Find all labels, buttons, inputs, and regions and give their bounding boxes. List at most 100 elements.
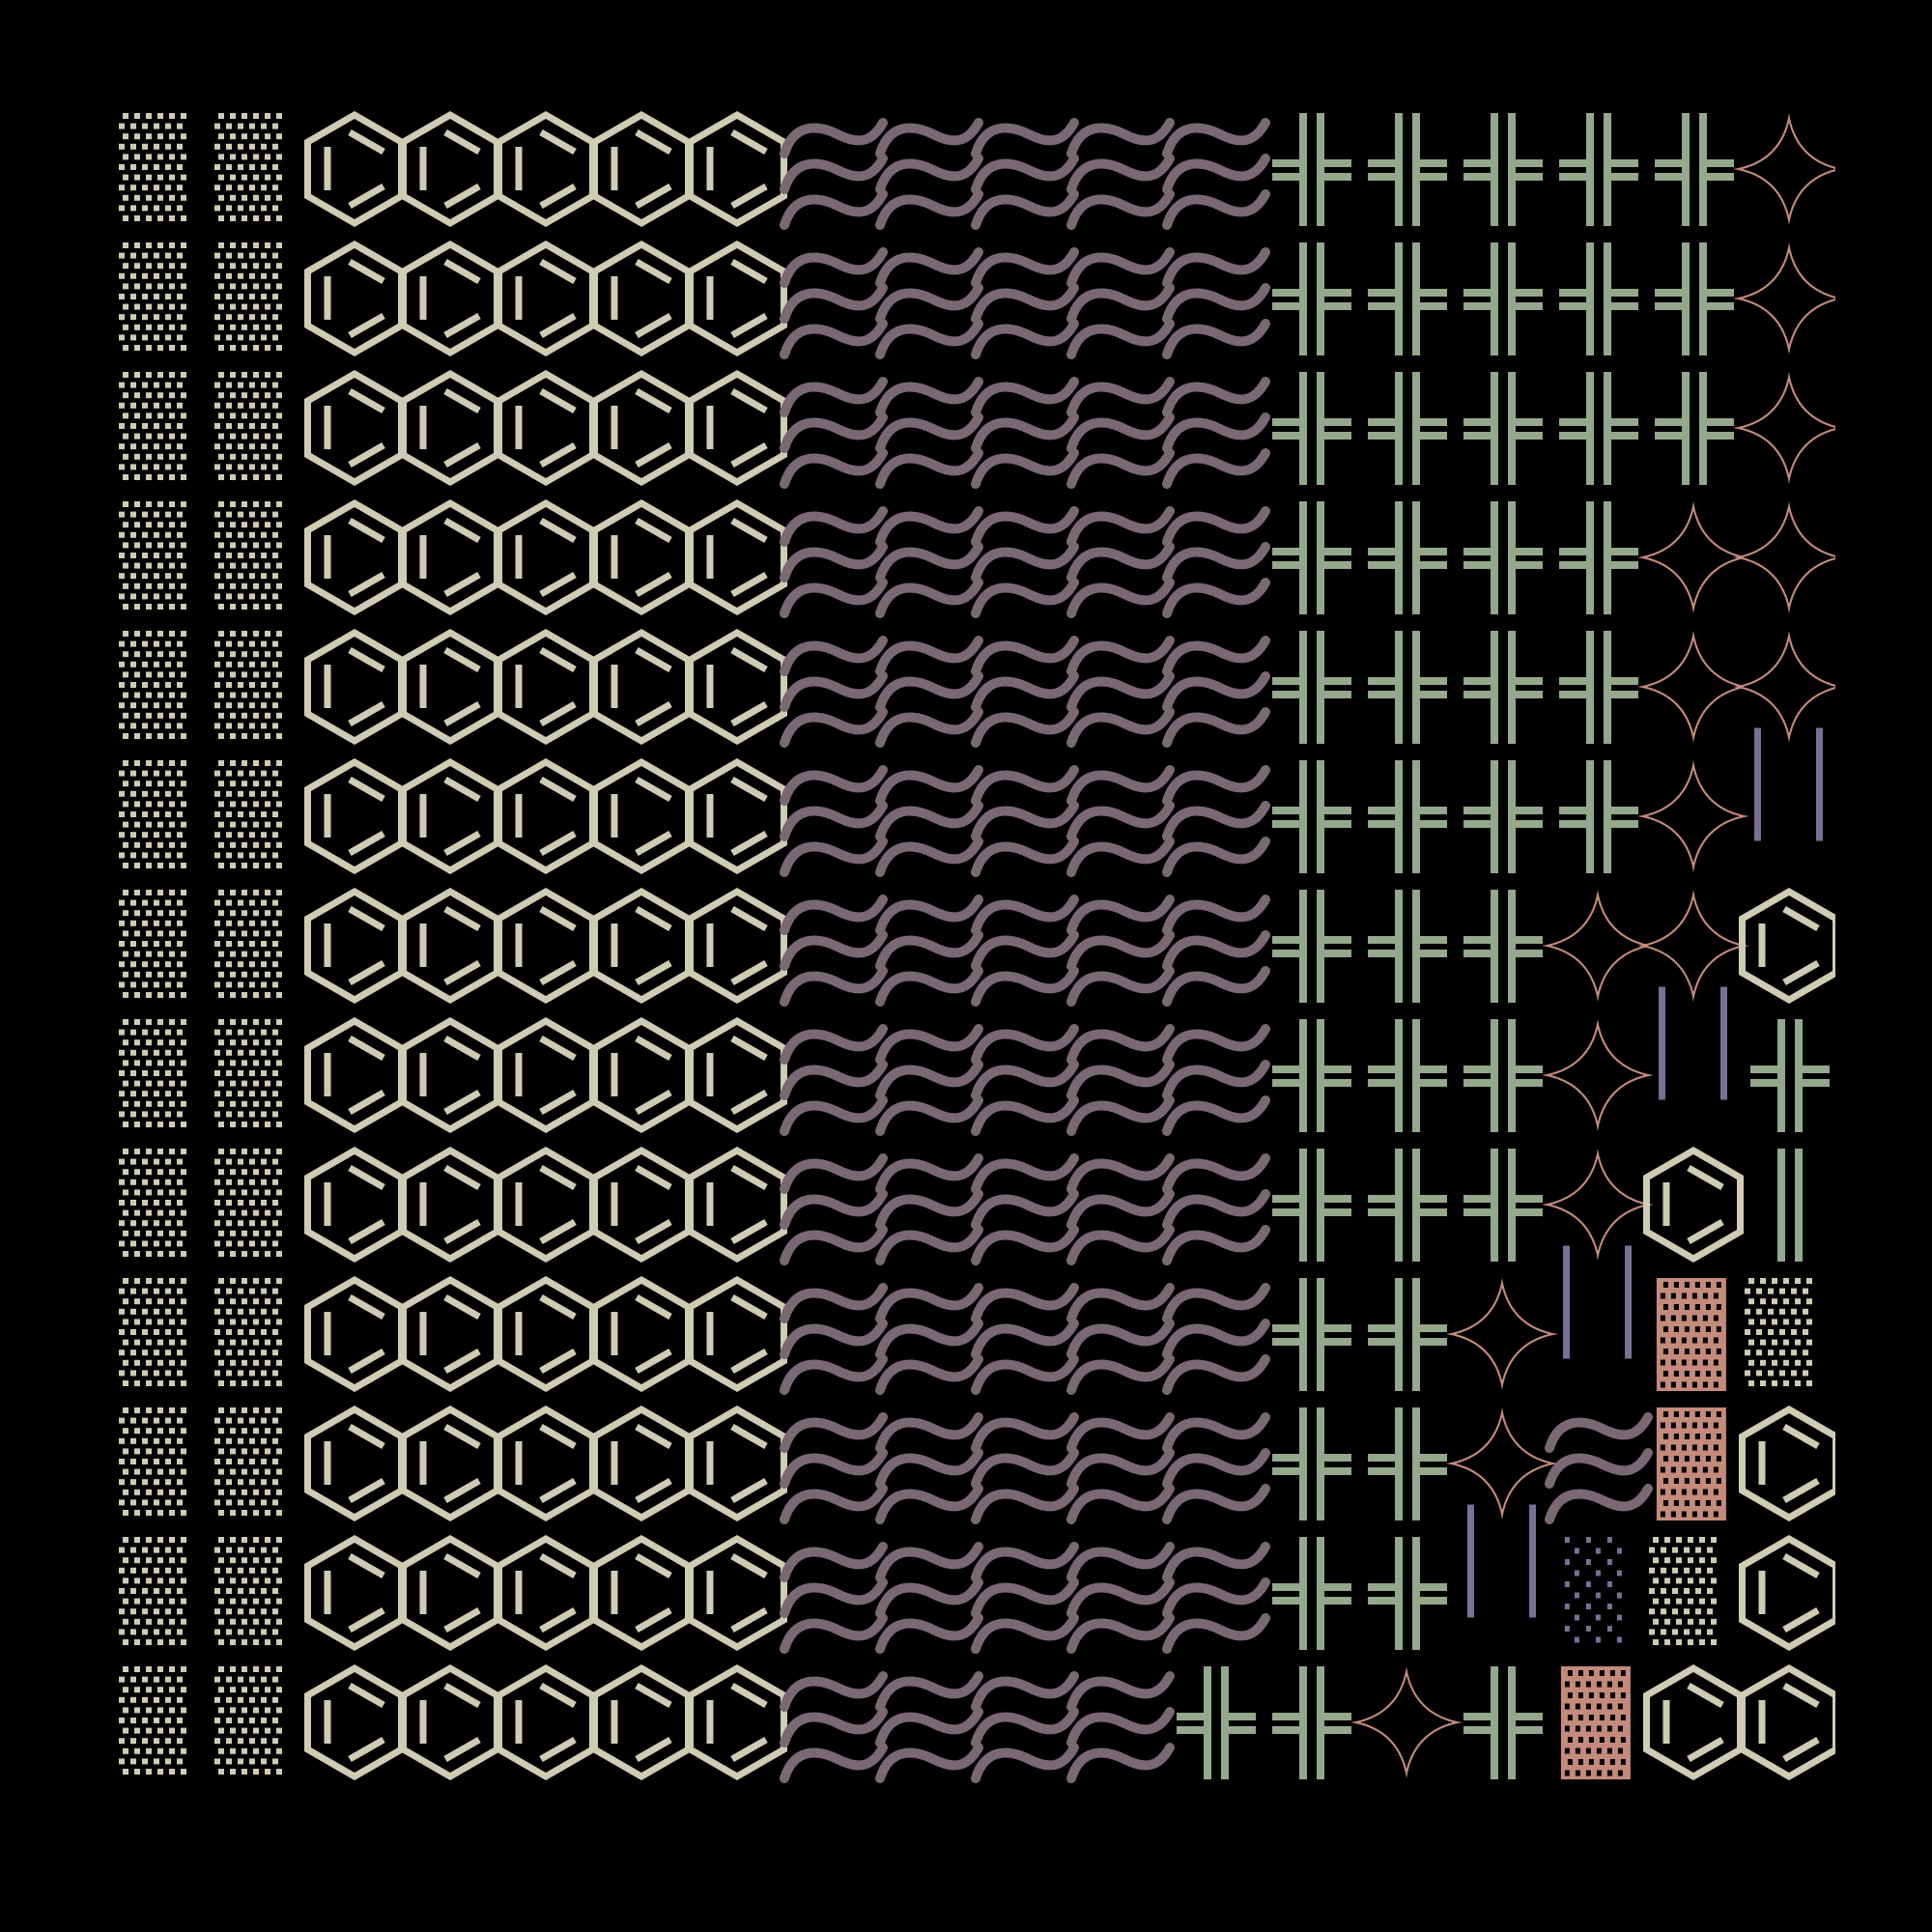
tile-dots-icon — [1649, 1537, 1717, 1645]
tile-wave-icon — [780, 1024, 888, 1136]
tile-cross-icon — [1272, 501, 1351, 614]
tile-star-icon — [1446, 1278, 1558, 1390]
tile-cross-icon — [1368, 1278, 1447, 1391]
tile-hex-icon — [1643, 1146, 1744, 1264]
tile-hex-icon — [304, 1275, 405, 1393]
tile-wave-icon — [1162, 1024, 1270, 1136]
tile-dots-icon — [119, 631, 186, 739]
tile-wave-icon — [780, 1671, 888, 1783]
tile-hex-icon — [400, 110, 500, 228]
tile-hex-icon — [687, 369, 787, 487]
tile-wave-icon — [971, 1024, 1079, 1136]
tile-cross-icon — [1272, 372, 1351, 485]
tile-star-icon — [1637, 631, 1749, 743]
tile-cross-icon — [1559, 501, 1638, 614]
tile-star-icon — [1542, 1149, 1654, 1261]
tile-wave-icon — [1162, 377, 1270, 489]
tile-cross-icon — [1177, 1666, 1256, 1779]
tile-wave-icon — [780, 1283, 888, 1395]
tile-wave-icon — [1066, 895, 1175, 1007]
tile-hex-icon — [687, 1016, 787, 1134]
tile-grid — [119, 110, 1835, 1783]
tile-wave-icon — [1066, 1412, 1175, 1524]
tile-cross-icon — [1463, 1666, 1543, 1779]
tile-dots-icon — [119, 1278, 186, 1386]
tile-lines-icon — [1467, 1504, 1536, 1618]
tile-hex-icon — [400, 1016, 500, 1134]
tile-dots-icon — [119, 1537, 186, 1645]
tile-cross-icon — [1463, 1149, 1543, 1262]
tile-hex-icon — [304, 1146, 405, 1264]
tile-star-icon — [1637, 501, 1749, 613]
tile-wave-icon — [1066, 377, 1175, 489]
tile-hex-icon — [687, 498, 787, 616]
tile-dots-icon — [119, 372, 186, 480]
tile-hex-icon — [591, 1663, 692, 1781]
tile-dots-icon — [214, 501, 282, 610]
tile-cross-icon — [1272, 890, 1351, 1003]
tile-hex-icon — [687, 240, 787, 357]
tile-cross-icon — [1559, 631, 1638, 744]
tile-wave-icon — [1162, 895, 1270, 1007]
tile-cross-icon — [1368, 1149, 1447, 1262]
tile-cross-icon — [1655, 242, 1734, 355]
tile-cross-icon — [1368, 1019, 1447, 1132]
tile-wave-icon — [1162, 636, 1270, 748]
tile-cross-icon — [1272, 1407, 1351, 1520]
tile-wave-icon — [971, 247, 1079, 359]
tile-wave-icon — [1162, 1153, 1270, 1265]
tile-dots-icon — [1745, 1278, 1812, 1386]
tile-hex-icon — [496, 1534, 596, 1652]
tile-cross-icon — [1368, 501, 1447, 614]
tile-hex-icon — [304, 628, 405, 746]
tile-wave-icon — [875, 247, 983, 359]
tile-wave-icon — [780, 506, 888, 618]
tile-wave-icon — [875, 1283, 983, 1395]
tile-hex-icon — [591, 240, 692, 357]
tile-wave-icon — [1066, 1153, 1175, 1265]
tile-hex-icon — [400, 628, 500, 746]
tile-cross-icon — [1368, 1407, 1447, 1520]
tile-hex-icon — [591, 887, 692, 1005]
tile-hex-icon — [687, 628, 787, 746]
tile-hex-icon — [496, 1146, 596, 1264]
tile-hex-icon — [400, 887, 500, 1005]
tile-wave-icon — [971, 765, 1079, 877]
tile-cross-icon — [1368, 760, 1447, 873]
tile-wave-icon — [971, 1412, 1079, 1524]
tile-hex-icon — [496, 110, 596, 228]
tile-hex-icon — [496, 1275, 596, 1393]
tile-wave-icon — [1162, 1542, 1270, 1654]
tile-cross-icon — [1559, 242, 1638, 355]
tile-hex-icon — [304, 1663, 405, 1781]
tile-wave-icon — [1066, 1542, 1175, 1654]
tile-wave-icon — [971, 377, 1079, 489]
tile-cross-icon — [1750, 1019, 1830, 1132]
tile-star-icon — [1542, 1019, 1654, 1131]
tile-hex-icon — [304, 1016, 405, 1134]
tile-wave-icon — [780, 247, 888, 359]
tile-hex-icon — [400, 240, 500, 357]
tile-lines-icon — [1659, 986, 1727, 1100]
tile-wave-icon — [780, 118, 888, 230]
tile-wave-icon — [875, 636, 983, 748]
tile-cross-icon — [1272, 760, 1351, 873]
tile-wave-icon — [971, 1671, 1079, 1783]
tile-dots-icon — [119, 1407, 186, 1516]
tile-wave-icon — [780, 636, 888, 748]
tile-hex-icon — [687, 1275, 787, 1393]
tile-wave-icon — [875, 1153, 983, 1265]
tile-brick-icon — [1560, 1666, 1631, 1779]
tile-dots-icon — [214, 113, 282, 221]
tile-hex-icon — [400, 498, 500, 616]
tile-hex-icon — [400, 1405, 500, 1522]
tile-cross-icon — [1272, 242, 1351, 355]
tile-wave-icon — [971, 1283, 1079, 1395]
tile-hex-icon — [591, 1534, 692, 1652]
tile-hex-icon — [496, 628, 596, 746]
tile-wave-icon — [1162, 1412, 1270, 1524]
tile-dots-icon — [214, 631, 282, 739]
tile-cross-icon — [1559, 760, 1638, 873]
tile-cross-icon — [1463, 372, 1543, 485]
tile-cross-icon — [1272, 631, 1351, 744]
